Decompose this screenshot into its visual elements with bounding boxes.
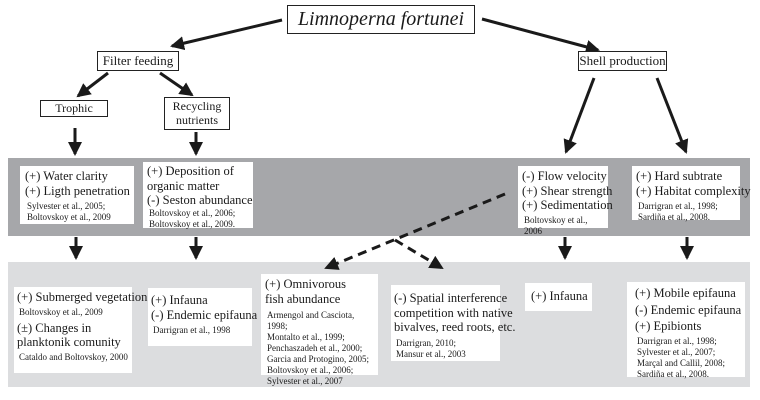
effect: (-) Seston abundance [147,193,253,207]
tier1-card-water-clarity: (+) Water clarity (+) Ligth penetration … [20,166,134,224]
effect: organic matter [147,178,220,193]
reference: Boltovskoy et al., 2009 [27,212,111,222]
arrow-shell-to-habitat [655,77,689,154]
reference: Darrigran et al., 1998; [638,201,718,211]
effect: (+) Infauna [151,293,208,307]
effect: fish abundance [265,291,341,306]
reference: Penchaszadeh et al., 2000; [267,343,363,353]
effect: (+) Sedimentation [522,198,613,212]
recycling-label-line2: nutrients [176,113,218,127]
arrow-filter-to-recycling [159,71,194,97]
reference: Marçal and Callil, 2008; [637,357,725,368]
effect: (+) Shear strength [522,183,613,198]
effect: (+) Habitat complexity [636,183,751,198]
recycling-label-line1: Recycling [172,99,222,113]
root-label: Limnoperna fortunei [297,8,465,30]
shell-production-label: Shell production [579,53,666,68]
reference: Boltovskoy et al., 2006 [524,214,588,236]
effect: (+) Infauna [531,289,588,303]
reference: Sardiña et al., 2008. [638,212,710,222]
reference: Boltovskoy et al., 2009 [19,306,103,317]
effect: (-) Endemic epifauna [635,302,742,317]
effect: (±) Changes in planktonik comunity [17,320,121,350]
shell-production-node: Shell production [578,51,667,71]
reference: Darrigran et al., 1998; [637,335,717,346]
reference: Cataldo and Boltovskoy, 2000 [19,351,128,362]
effect: (-) Endemic epifauna [151,307,258,322]
tier2-card-vegetation: (+) Submerged vegetation Boltovskoy et a… [14,287,148,373]
reference: Sylvester et al., 2007; [637,346,716,357]
effect: (+) Epibionts [635,319,702,333]
reference: Boltovskoy et al., 2006; [149,207,236,218]
effect: competition with native [394,305,513,320]
filter-feeding-label: Filter feeding [102,53,174,68]
tier1-card-deposition: (+) Deposition of organic matter (-) Ses… [143,162,253,229]
reference: Garcia and Protogino, 2005; [267,354,369,364]
effect: (+) Deposition of [147,164,234,178]
arrow-filter-to-trophic [76,71,109,98]
dashed-arrow-to-spatial [394,238,444,270]
effect: (-) Spatial interference [394,291,508,305]
arrow-root-to-filter [170,18,283,51]
reference: Boltovskoy et al., 2006; [267,365,354,375]
effect: (-) Flow velocity [522,169,607,183]
effect: (+) Omnivorous [265,277,346,291]
trophic-label: Trophic [55,101,93,115]
tier2-card-infauna-right: (+) Infauna [525,283,592,311]
effect: (+) Mobile epifauna [635,286,736,300]
arrow-shell-to-flow [563,77,596,154]
reference: Darrigran et al., 1998 [153,325,231,335]
tier1-card-flow-velocity: (-) Flow velocity (+) Shear strength (+)… [518,166,613,236]
tier2-card-spatial: (-) Spatial interference competition wit… [391,285,516,361]
filter-feeding-node: Filter feeding [97,51,179,71]
effect: (+) Water clarity [25,169,108,183]
tier2-card-mobile-epifauna: (+) Mobile epifauna (-) Endemic epifauna… [627,282,745,379]
reference: Armengol and Casciota, 1998; [267,310,355,331]
tier1-card-hard-substrate: (+) Hard subtrate (+) Habitat complexity… [632,166,751,222]
tier2-card-fish: (+) Omnivorous fish abundance Armengol a… [261,274,378,386]
effect: bivalves, reed roots, etc. [394,320,516,334]
dashed-arrow-to-fish [324,192,506,270]
arrow-root-to-shell [481,17,600,54]
recycling-nutrients-node: Recycling nutrients [164,97,230,130]
reference: Sylvester et al., 2007 [267,376,343,386]
reference: Darrigran, 2010; [396,337,456,348]
trophic-node: Trophic [40,100,108,117]
effect: (+) Submerged vegetation [17,290,148,304]
effect: (+) Ligth penetration [25,183,130,198]
reference: Montalto et al., 1999; [267,332,345,342]
root-node: Limnoperna fortunei [287,5,475,34]
reference: Sardiña et al., 2008. [637,368,709,379]
tier2-card-infauna-left: (+) Infauna (-) Endemic epifauna Darrigr… [148,288,258,346]
reference: Mansur et al., 2003 [396,348,466,359]
reference: Boltovskoy et al., 2009. [149,218,235,229]
effect: (+) Hard subtrate [636,169,723,183]
reference: Sylvester et al., 2005; [27,201,106,211]
